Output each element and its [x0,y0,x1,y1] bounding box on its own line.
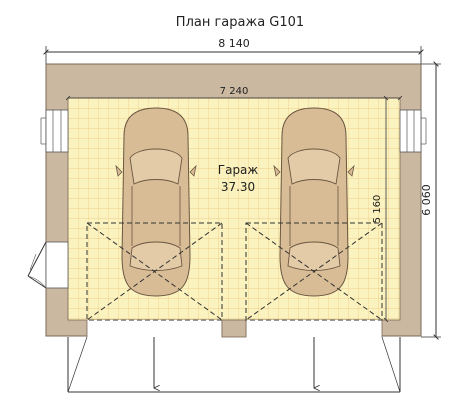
window-icon [399,109,427,153]
plan-title: План гаража G101 [176,15,304,30]
gate-opening-left [87,320,222,337]
inner-width-label: 7 240 [220,86,249,97]
window-icon [40,109,69,153]
inner-width-dimension: 7 240 [65,86,403,101]
door-swing-icon [27,241,69,289]
gate-opening-right [246,320,382,337]
room-name: Гараж [218,163,259,177]
gate-direction-marks [67,336,401,393]
outer-height-label: 6 060 [420,184,433,216]
outer-height-dimension: 6 060 [420,61,441,340]
garage-gate-icon [245,222,383,321]
outer-width-label: 8 140 [218,37,250,50]
room-area: 37.30 [221,180,255,194]
outer-width-dimension: 8 140 [43,37,424,64]
center-post [221,319,247,338]
inner-height-label: 5 160 [372,195,383,224]
floor-grid [67,97,401,321]
car-top-view-icon [273,107,355,297]
inner-height-dimension: 5 160 [372,95,389,323]
garage-gate-icon [86,222,223,321]
car-top-view-icon [115,107,197,297]
